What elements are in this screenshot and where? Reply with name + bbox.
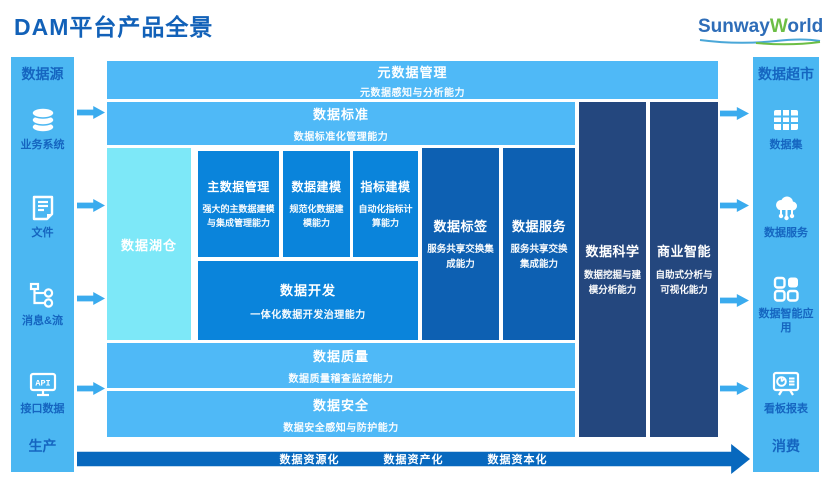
logo-text: Sunway (698, 16, 770, 37)
sidebar-item-label: 接口数据 (20, 402, 65, 415)
cloud-service-icon (770, 192, 802, 224)
block-title: 商业智能 (656, 243, 711, 259)
sunwayworld-logo: SunwayWorld (698, 16, 824, 46)
right-flow-arrow (720, 294, 749, 307)
block-title: 数据科学 (585, 243, 640, 259)
right-flow-arrow (720, 107, 749, 120)
left-sidebar-footer: 生产 (28, 438, 57, 454)
left-flow-arrow (77, 199, 105, 212)
left-sidebar-data-sources: 数据源 业务系统 文 (11, 57, 74, 472)
banner-label: 数据资源化 (279, 454, 340, 466)
block-title: 数据服务 (511, 218, 566, 234)
block-subtitle: 一体化数据开发治理能力 (250, 310, 366, 321)
logo-text: orld (787, 16, 824, 37)
sidebar-item-datasets: 数据集 (770, 84, 803, 172)
block-title: 指标建模 (360, 180, 411, 194)
block-metadata-management: 元数据管理 元数据感知与分析能力 (107, 61, 718, 99)
banner-label: 数据资产化 (383, 454, 444, 466)
database-icon (27, 104, 59, 136)
right-sidebar-footer: 消费 (772, 438, 800, 454)
sidebar-item-label: 文件 (31, 226, 54, 239)
left-flow-arrow (77, 382, 105, 395)
block-data-standards: 数据标准 数据标准化管理能力 (107, 102, 575, 145)
block-subtitle: 数据安全感知与防护能力 (283, 422, 399, 434)
block-title: 主数据管理 (207, 180, 270, 194)
block-title: 数据标准 (312, 107, 369, 122)
block-subtitle: 服务共享交换集成能力 (427, 243, 494, 270)
block-subtitle: 数据标准化管理能力 (293, 132, 389, 143)
block-data-development: 数据开发 一体化数据开发治理能力 (198, 261, 418, 340)
right-sidebar-header: 数据超市 (758, 66, 814, 82)
block-data-modeling: 数据建模 规范化数据建模能力 (283, 151, 350, 257)
value-chain-arrow-banner: 数据资源化 数据资产化 数据资本化 (77, 444, 750, 474)
sidebar-item-label: 业务系统 (20, 138, 65, 151)
right-flow-arrow (720, 382, 749, 395)
block-subtitle: 自助式分析与可视化能力 (655, 269, 713, 296)
block-title: 数据开发 (279, 283, 336, 298)
sidebar-item-files: 文件 (27, 172, 59, 260)
dashboard-icon (770, 368, 802, 400)
sidebar-item-label: 看板报表 (764, 402, 808, 415)
sidebar-item-data-services: 数据服务 (764, 172, 808, 260)
file-icon (27, 192, 59, 224)
block-data-services: 数据服务 服务共享交换集成能力 (503, 148, 575, 340)
sidebar-item-label: 数据智能应用 (758, 307, 814, 334)
left-flow-arrow (77, 106, 105, 119)
sidebar-item-data-intelligence-apps: 数据智能应用 (755, 260, 817, 348)
stream-icon (26, 280, 58, 312)
block-title: 元数据管理 (377, 64, 448, 80)
block-title: 数据安全 (312, 397, 369, 413)
left-sidebar-header: 数据源 (21, 66, 64, 82)
block-data-security: 数据安全 数据安全感知与防护能力 (107, 391, 575, 437)
page-title: DAM平台产品全景 (14, 14, 214, 40)
block-data-science: 数据科学 数据挖掘与建模分析能力 (579, 102, 646, 437)
sidebar-item-label: 数据服务 (764, 226, 808, 239)
block-title: 数据湖仓 (120, 237, 177, 253)
block-title: 数据建模 (291, 180, 342, 194)
sidebar-item-message-stream: 消息&流 (22, 260, 63, 348)
block-business-intelligence: 商业智能 自助式分析与可视化能力 (650, 102, 718, 437)
block-data-quality: 数据质量 数据质量稽查监控能力 (107, 343, 575, 388)
sidebar-item-api-data: API 接口数据 (21, 348, 65, 436)
block-subtitle: 规范化数据建模能力 (289, 204, 344, 228)
block-subtitle: 元数据感知与分析能力 (360, 87, 465, 99)
logo-wave-icon (699, 38, 821, 46)
left-flow-arrow (77, 292, 105, 305)
dataset-icon (770, 104, 802, 136)
banner-label: 数据资本化 (487, 454, 548, 466)
right-flow-arrow (720, 199, 749, 212)
right-sidebar-data-mart: 数据超市 数据集 (753, 57, 819, 472)
logo-text-accent: W (769, 16, 788, 37)
sidebar-item-dashboard-reports: 看板报表 (764, 348, 808, 436)
apps-icon (770, 273, 802, 305)
block-title: 数据标签 (433, 218, 488, 234)
block-subtitle: 服务共享交换集成能力 (510, 243, 568, 270)
block-subtitle: 强大的主数据建模与集成管理能力 (202, 204, 275, 228)
block-subtitle: 数据挖掘与建模分析能力 (583, 269, 641, 296)
block-data-lakehouse: 数据湖仓 (107, 148, 191, 340)
block-indicator-modeling: 指标建模 自动化指标计算能力 (353, 151, 418, 257)
sidebar-item-business-systems: 业务系统 (21, 84, 65, 172)
svg-text:API: API (35, 378, 50, 388)
api-icon: API (27, 368, 59, 400)
block-master-data-management: 主数据管理 强大的主数据建模与集成管理能力 (198, 151, 279, 257)
sidebar-item-label: 数据集 (769, 138, 803, 151)
sidebar-item-label: 消息&流 (22, 314, 63, 327)
block-subtitle: 自动化指标计算能力 (358, 204, 413, 228)
block-title: 数据质量 (312, 349, 369, 364)
block-data-tags: 数据标签 服务共享交换集成能力 (422, 148, 499, 340)
block-subtitle: 数据质量稽查监控能力 (288, 374, 394, 385)
